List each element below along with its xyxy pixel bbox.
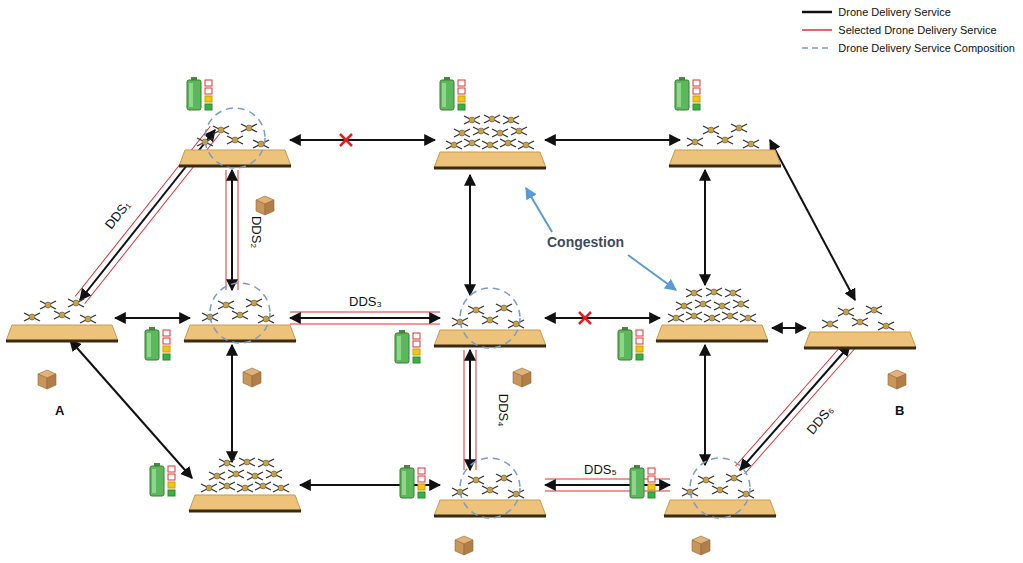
station-node: A xyxy=(55,401,64,419)
station-node: B xyxy=(895,401,904,419)
service-label: DDS₅ xyxy=(584,463,617,477)
delivery-service-links xyxy=(70,130,855,485)
station-label: B xyxy=(895,403,904,418)
parcel-icon xyxy=(38,196,906,555)
battery-icon xyxy=(145,77,700,498)
congestion-pointer xyxy=(526,188,676,290)
legend: Drone Delivery Service Selected Drone De… xyxy=(802,3,1015,57)
legend-text: Drone Delivery Service xyxy=(838,6,950,18)
service-label: DDS₄ xyxy=(495,394,509,427)
legend-line-sample xyxy=(802,7,832,17)
legend-text: Drone Delivery Service Composition xyxy=(838,42,1015,54)
legend-text: Selected Drone Delivery Service xyxy=(838,24,996,36)
service-label: DDS₂ xyxy=(249,216,263,249)
legend-line-sample xyxy=(802,43,832,53)
composition-circle xyxy=(205,108,750,518)
legend-row: Drone Delivery Service Composition xyxy=(802,39,1015,57)
service-label: DDS₆ xyxy=(804,403,836,437)
service-label: DDS₃ xyxy=(349,295,382,309)
selected-service-outline xyxy=(80,130,850,485)
drone-stations xyxy=(6,115,916,516)
service-label: DDS₁ xyxy=(102,198,133,232)
station-label: A xyxy=(55,403,64,418)
legend-row: Selected Drone Delivery Service xyxy=(802,21,1015,39)
congestion-label: Congestion xyxy=(547,235,624,250)
legend-line-sample xyxy=(802,25,832,35)
legend-row: Drone Delivery Service xyxy=(802,3,1015,21)
